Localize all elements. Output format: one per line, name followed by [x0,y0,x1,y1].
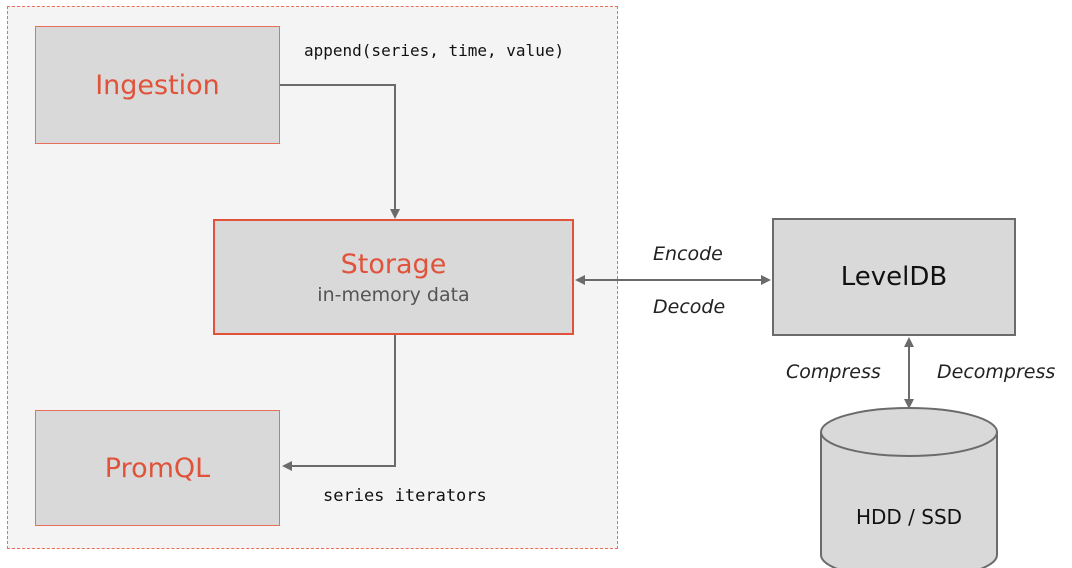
storage-box: Storage in-memory data [213,219,574,335]
encode-label: Encode [653,243,723,265]
decode-label: Decode [653,296,726,318]
append-label: append(series, time, value) [304,41,565,60]
ingestion-label: Ingestion [95,69,220,101]
storage-label: Storage [340,248,447,280]
ingestion-box: Ingestion [35,26,280,144]
promql-label: PromQL [104,452,211,484]
compress-label: Compress [786,361,881,383]
decompress-label: Decompress [937,361,1056,383]
disk-cylinder [820,407,998,568]
disk-label: HDD / SSD [855,505,963,529]
iterators-arrow [282,335,396,471]
append-arrow [280,84,400,219]
leveldb-box: LevelDB [772,218,1016,336]
storage-sublabel: in-memory data [317,283,470,306]
iterators-label: series iterators [323,486,487,506]
promql-box: PromQL [35,410,280,526]
leveldb-label: LevelDB [840,262,948,292]
